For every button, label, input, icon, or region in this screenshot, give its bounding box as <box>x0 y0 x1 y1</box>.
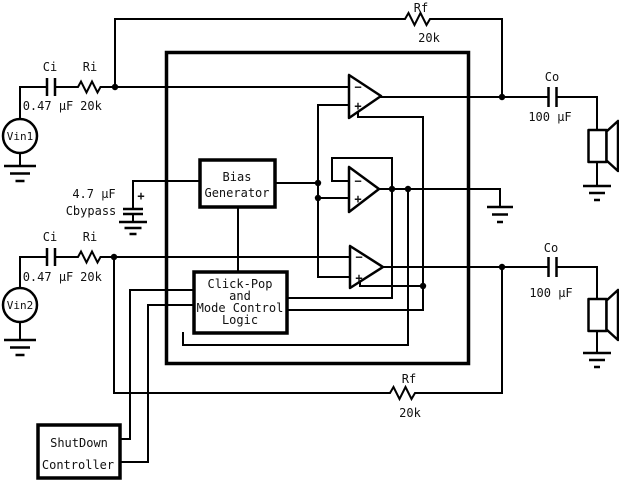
cbypass-polarity: + <box>137 189 144 203</box>
co-capacitor-ch2 <box>547 257 558 277</box>
co-label-ch2: Co <box>544 241 558 255</box>
click-pop-logic-box <box>192 270 289 335</box>
speaker-ch1 <box>587 119 619 173</box>
junction-dot <box>110 253 118 261</box>
junction-dot <box>314 179 322 187</box>
ci-capacitor-ch1 <box>45 78 57 96</box>
wire-logic-control-1 <box>286 188 393 299</box>
opamp-ch1 <box>347 73 383 120</box>
wire-buffer-feedback <box>331 157 393 190</box>
wire-output1-net <box>380 96 598 187</box>
rf-value-bottom: 20k <box>399 406 421 420</box>
wire-rf-bottom-feedback <box>113 256 503 394</box>
cbypass-label: Cbypass <box>66 204 117 218</box>
speaker-ch2-cone <box>605 288 619 342</box>
wire-vin1-input-net <box>19 86 350 120</box>
junction-dot <box>111 83 119 91</box>
opamp-buffer-minus: − <box>354 174 361 188</box>
mode-logic-label-3: Mode Control <box>197 301 284 315</box>
junction-dot <box>498 93 506 101</box>
mode-logic-label-2: and <box>229 289 251 303</box>
cbypass-capacitor <box>123 207 143 216</box>
ground-speaker2 <box>583 351 611 369</box>
ri-value-ch2: 20k <box>80 270 102 284</box>
bias-generator-label-2: Generator <box>204 186 269 200</box>
ground-vin2 <box>4 338 36 357</box>
speaker-ch2-body <box>587 297 608 333</box>
rf-resistor-bottom <box>387 384 418 402</box>
opamp-ch2 <box>348 244 385 290</box>
wire-shutdown-control <box>119 289 195 463</box>
wire-bias-plus-bus <box>317 104 351 278</box>
junction-dot <box>498 263 506 271</box>
junction-dot <box>419 282 427 290</box>
vin2-label: Vin2 <box>7 299 34 312</box>
co-value-ch2: 100 µF <box>529 286 572 300</box>
junction-dot <box>388 185 396 193</box>
ic-boundary-box <box>164 50 471 366</box>
speaker-ch1-body <box>587 128 608 164</box>
speaker-ch2 <box>587 288 619 342</box>
ri-label-ch2: Ri <box>83 230 97 244</box>
ground-bias-buffer <box>487 205 513 224</box>
wire-cbypass-net <box>132 180 201 223</box>
mode-logic-label-4: Logic <box>222 313 258 327</box>
ri-resistor-ch1 <box>75 79 104 95</box>
wire-rf-top-feedback <box>114 18 503 98</box>
opamp-ch2-plus: + <box>355 271 362 285</box>
ri-value-ch1: 20k <box>80 99 102 113</box>
opamp-bias-buffer <box>347 165 381 214</box>
vin2-source <box>1 286 39 324</box>
co-capacitor-ch1 <box>547 87 558 107</box>
wire-vin2-input-net <box>19 256 351 289</box>
ground-speaker1 <box>583 184 611 202</box>
mode-logic-label-1: Click-Pop <box>207 277 272 291</box>
opamp-ch2-minus: − <box>355 250 362 264</box>
co-value-ch1: 100 µF <box>528 110 571 124</box>
wire-buffer-output-to-ground <box>378 188 501 208</box>
ci-value-ch1: 0.47 µF <box>23 99 74 113</box>
rf-label-bottom: Rf <box>402 372 416 386</box>
junction-dot <box>314 194 322 202</box>
ci-label-ch1: Ci <box>43 60 57 74</box>
wire-output2-net <box>382 266 598 354</box>
opamp-buffer-plus: + <box>354 192 361 206</box>
shutdown-controller-box <box>36 423 122 480</box>
opamp-ch1-plus: + <box>354 99 361 113</box>
vin1-label: Vin1 <box>7 130 34 143</box>
rf-resistor-top <box>402 10 433 28</box>
vin1-source <box>1 117 39 155</box>
ci-label-ch2: Ci <box>43 230 57 244</box>
ci-value-ch2: 0.47 µF <box>23 270 74 284</box>
ground-cbypass <box>119 220 147 236</box>
shutdown-label-2: Controller <box>42 458 114 472</box>
opamp-ch1-minus: − <box>354 80 361 94</box>
speaker-ch1-cone <box>605 119 619 173</box>
ground-vin1 <box>4 164 36 183</box>
junction-dot <box>404 185 412 193</box>
ri-resistor-ch2 <box>75 249 104 265</box>
ri-label-ch1: Ri <box>83 60 97 74</box>
co-label-ch1: Co <box>545 70 559 84</box>
bias-generator-label-1: Bias <box>223 170 252 184</box>
cbypass-value: 4.7 µF <box>72 187 115 201</box>
wire-opamp1-plus-branch <box>286 110 424 311</box>
ci-capacitor-ch2 <box>45 248 57 266</box>
bias-generator-box <box>198 158 277 209</box>
shutdown-label-1: ShutDown <box>50 436 108 450</box>
rf-label-top: Rf <box>414 1 428 15</box>
rf-value-top: 20k <box>418 31 440 45</box>
